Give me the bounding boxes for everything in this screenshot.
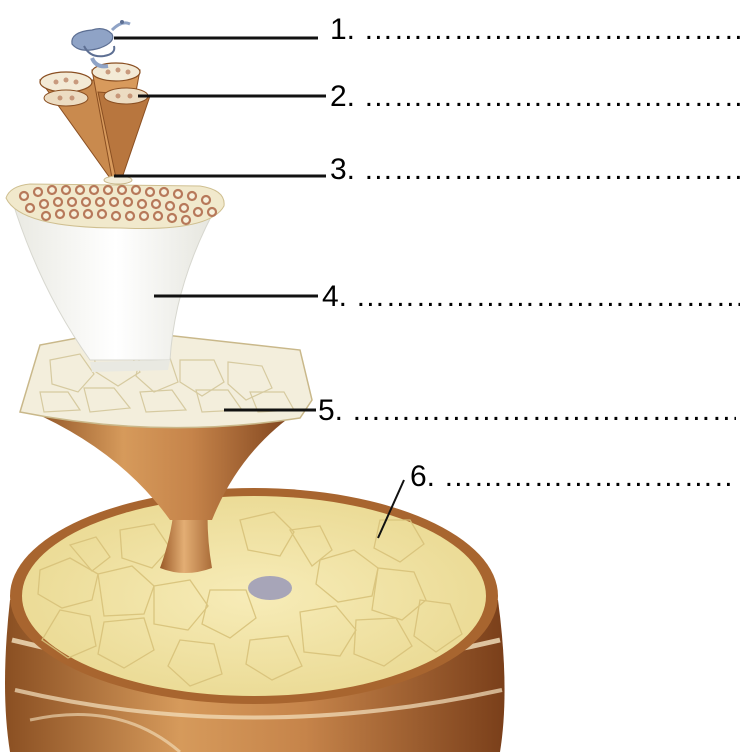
myofibril-bundle bbox=[40, 63, 150, 184]
label-1: 1. …………………………………… bbox=[330, 15, 746, 45]
label-6-number: 6. bbox=[410, 462, 435, 492]
label-1-blank: …………………………………… bbox=[363, 15, 746, 45]
label-1-number: 1. bbox=[330, 15, 355, 45]
label-5: 5. …………………………………… bbox=[318, 396, 736, 426]
label-2: 2. …………………………………… bbox=[330, 82, 746, 112]
label-5-number: 5. bbox=[318, 396, 343, 426]
label-2-blank: …………………………………… bbox=[363, 82, 746, 112]
label-3-blank: …………………………………… bbox=[363, 155, 746, 185]
muscle-belly bbox=[5, 488, 505, 752]
myofilament-coil bbox=[72, 20, 130, 66]
label-2-number: 2. bbox=[330, 82, 355, 112]
label-6-blank: …………………………… bbox=[443, 462, 734, 492]
label-3-number: 3. bbox=[330, 155, 355, 185]
label-4-blank: …………………………………… bbox=[355, 282, 740, 312]
label-5-blank: …………………………………… bbox=[351, 396, 736, 426]
label-3: 3. …………………………………… bbox=[330, 155, 746, 185]
label-6: 6. …………………………… bbox=[410, 462, 734, 492]
label-4-number: 4. bbox=[322, 282, 347, 312]
blood-vessel-spot bbox=[248, 576, 292, 600]
label-4: 4. …………………………………… bbox=[322, 282, 740, 312]
